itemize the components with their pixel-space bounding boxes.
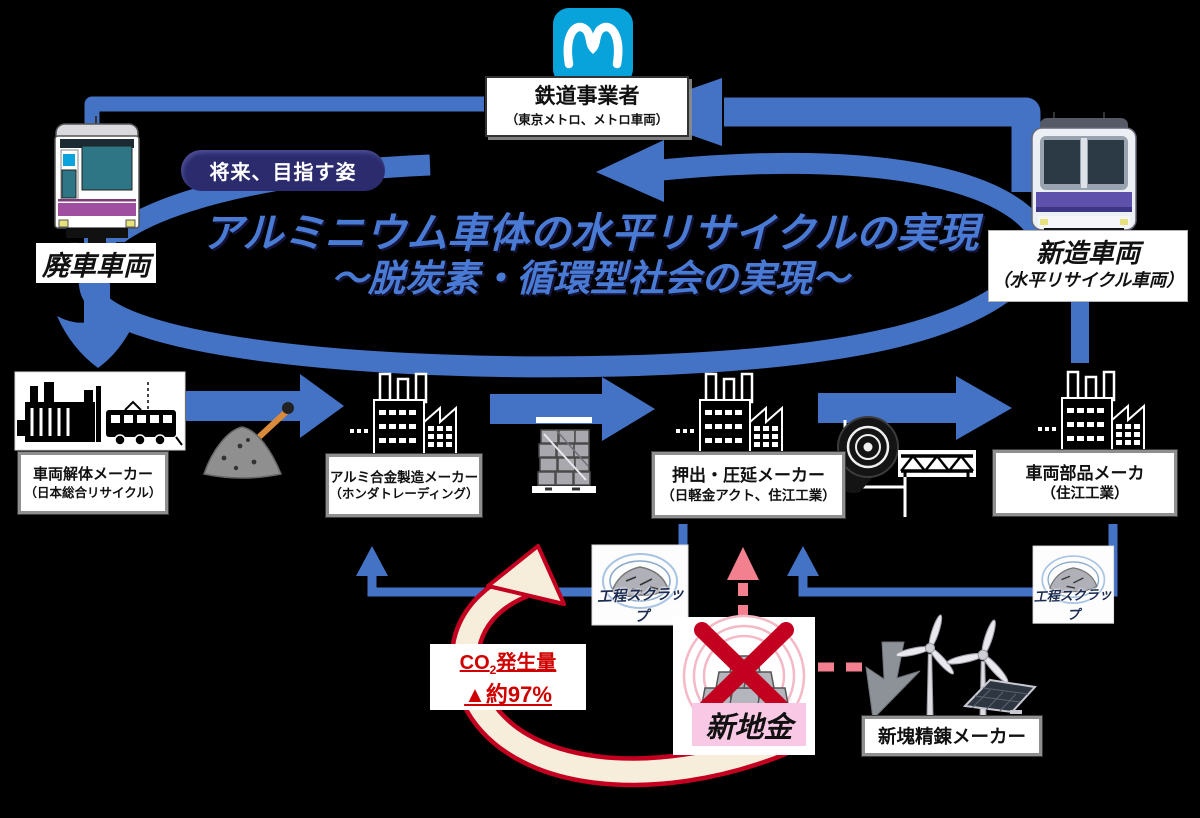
- operator-box: 鉄道事業者 （東京メトロ、メトロ車両）: [485, 76, 689, 137]
- tokyo-metro-logo: [553, 8, 633, 85]
- process-name: アルミ合金製造メーカー: [329, 469, 479, 485]
- operator-subtitle: （東京メトロ、メトロ車両）: [505, 112, 669, 127]
- newtrain-to-operator-arrow: [724, 97, 1041, 192]
- dismantling-plant-icon: [14, 371, 186, 451]
- process-box-parts-maker: 車両部品メーカ （住江工業）: [993, 450, 1177, 516]
- refinery-box: 新塊精錬メーカー: [862, 716, 1042, 756]
- factory-icon: [348, 372, 458, 456]
- operator-to-oldtrain-connector: [84, 96, 484, 152]
- left-loop-arrowhead: [356, 546, 388, 576]
- new-train-label: 新造車両 （水平リサイクル車両）: [988, 230, 1188, 302]
- new-train-title: 新造車両: [1035, 237, 1140, 268]
- scrapped-train-text: 廃車車両: [42, 250, 150, 281]
- row-arrowhead-2: [602, 377, 655, 441]
- process-name: 車両解体メーカー: [32, 466, 153, 484]
- new-train-subtitle: （水平リサイクル車両）: [992, 270, 1184, 291]
- ingot-cancelled-arrowhead: [727, 547, 759, 580]
- wind-turbine-icon: [894, 613, 957, 720]
- row-arrowhead-1: [300, 374, 344, 438]
- scrapped-train-label: 廃車車両: [36, 243, 156, 283]
- solar-panel-icon: [962, 678, 1038, 714]
- headline-line2: ～脱炭素・循環型社会の実現～: [331, 257, 849, 299]
- process-name: 車両部品メーカ: [1025, 463, 1145, 483]
- gray-arrow-icon: [865, 641, 921, 721]
- row-arrowhead-3: [956, 376, 1012, 440]
- process-scrap-label: 工程スクラップ: [1033, 586, 1112, 623]
- ingot-stack-icon: [532, 417, 596, 493]
- co2-prefix: CO: [459, 651, 490, 674]
- process-name: 押出・圧延メーカー: [672, 466, 825, 486]
- process-company: （日軽金アクト、住江工業）: [661, 488, 836, 504]
- factory-icon: [1036, 370, 1146, 454]
- co2-subscript: 2: [489, 662, 497, 677]
- process-box-extrusion: 押出・圧延メーカー （日軽金アクト、住江工業）: [652, 452, 845, 518]
- refinery-label: 新塊精錬メーカー: [877, 726, 1026, 747]
- co2-line2: ▲約97%: [464, 681, 552, 707]
- process-scrap-label: 工程スクラップ: [596, 586, 685, 626]
- retired-train-icon: [54, 116, 140, 246]
- operator-title: 鉄道事業者: [534, 85, 640, 109]
- co2-reduction-box: CO2発生量 ▲約97%: [430, 644, 586, 710]
- oldtrain-down-arrowhead: [57, 316, 137, 368]
- future-goal-label: 将来、目指す姿: [209, 162, 357, 184]
- red-x-icon: [694, 622, 794, 720]
- factory-icon: [674, 372, 784, 456]
- cycle-bottom-arc: [78, 154, 1056, 378]
- wind-turbine-icon: [945, 618, 1011, 732]
- process-box-alloy-maker: アルミ合金製造メーカー （ホンダトレーディング）: [326, 454, 482, 517]
- co2-swoosh-arrow: [449, 544, 796, 788]
- co2-line1: CO2発生量: [460, 646, 557, 677]
- new-ingot-label: 新地金: [692, 703, 806, 746]
- scrap-pile-icon: [203, 402, 294, 479]
- new-ingot-text: 新地金: [705, 711, 793, 744]
- extrusion-truss-icon: [898, 450, 976, 477]
- headline-line1: アルミニウム車体の水平リサイクルの実現: [201, 210, 979, 256]
- aluminum-coil-icon: [837, 416, 907, 517]
- cycle-top-arrowhead: [596, 140, 664, 202]
- future-goal-badge: 将来、目指す姿: [181, 150, 385, 191]
- new-train-icon: [1031, 112, 1137, 247]
- refinery-group: [865, 613, 1038, 732]
- process-scrap-icon: [591, 544, 689, 626]
- process-company: （住江工業）: [1041, 485, 1129, 502]
- right-loop-arrowhead: [787, 546, 819, 576]
- headline: アルミニウム車体の水平リサイクルの実現 ～脱炭素・循環型社会の実現～: [150, 210, 1030, 300]
- process-scrap-icon: [1032, 545, 1115, 624]
- process-company: （ホンダトレーディング）: [329, 487, 479, 502]
- process-company: （日本総合リサイクル）: [24, 485, 162, 500]
- process-box-dismantler: 車両解体メーカー （日本総合リサイクル）: [18, 452, 168, 514]
- co2-suffix: 発生量: [496, 651, 557, 674]
